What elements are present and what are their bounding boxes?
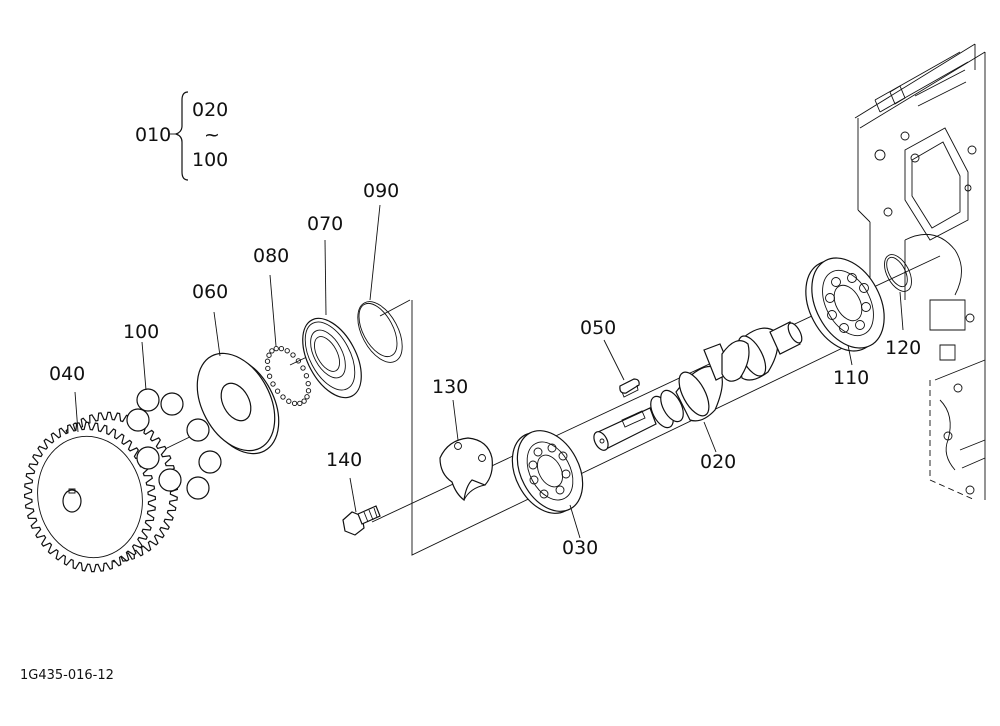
part-label-060: 060 (192, 281, 228, 303)
snap-ring-120 (884, 254, 912, 292)
needle-roller (280, 394, 286, 400)
bolt-140 (342, 505, 381, 536)
gear-040 (23, 411, 179, 573)
gear-040-front-teeth (23, 421, 157, 573)
circlip-090 (357, 301, 403, 363)
drawing-id: 1G435-016-12 (20, 668, 114, 683)
needle-roller (290, 352, 296, 358)
gear-040-bore (62, 489, 82, 513)
engine-block (854, 43, 986, 501)
needle-roller (303, 373, 310, 379)
key-050 (619, 378, 640, 398)
needle-roller (305, 380, 311, 387)
washer-060 (196, 352, 280, 455)
needle-roller (278, 345, 285, 352)
needle-roller (270, 381, 276, 387)
needle-roller (274, 388, 281, 394)
assembly-range-separator: ~ (204, 124, 220, 146)
part-label-120: 120 (885, 337, 921, 359)
part-label-050: 050 (580, 317, 616, 339)
gear-040-keyway (68, 488, 76, 494)
part-label-020: 020 (700, 451, 736, 473)
needle-roller (286, 398, 292, 404)
needle-roller (284, 348, 290, 354)
part-label-030: 030 (562, 537, 598, 559)
needle-roller (295, 358, 302, 364)
needle-cage-080 (264, 345, 312, 407)
needle-roller (300, 365, 306, 371)
part-label-110: 110 (833, 367, 869, 389)
needle-roller (266, 373, 273, 379)
camshaft-020 (593, 321, 803, 451)
needle-roller (265, 365, 271, 372)
assembly-range-end-label: 100 (192, 149, 228, 171)
part-label-040: 040 (49, 363, 85, 385)
part-label-080: 080 (253, 245, 289, 267)
needle-roller (269, 348, 275, 354)
plate-130 (439, 437, 493, 502)
part-label-140: 140 (326, 449, 362, 471)
part-label-100: 100 (123, 321, 159, 343)
part-label-130: 130 (432, 376, 468, 398)
bearing-030 (511, 430, 584, 514)
needle-roller (273, 345, 279, 352)
needle-roller (305, 388, 312, 394)
part-label-070: 070 (307, 213, 343, 235)
part-label-090: 090 (363, 180, 399, 202)
needle-roller (304, 394, 310, 400)
assembly-bracket (170, 91, 189, 181)
gear-040-rim (37, 435, 143, 559)
label-leaders (74, 204, 904, 539)
needle-roller (266, 352, 272, 358)
balls-100 (126, 388, 222, 500)
needle-roller (291, 400, 298, 407)
assembly-range-start-label: 020 (192, 99, 228, 121)
oil-seal-070 (302, 317, 362, 399)
needle-roller (297, 400, 303, 407)
bearing-110 (805, 257, 885, 352)
needle-roller (264, 358, 271, 364)
needle-roller (301, 398, 307, 404)
assembly-number-label: 010 (135, 124, 171, 146)
